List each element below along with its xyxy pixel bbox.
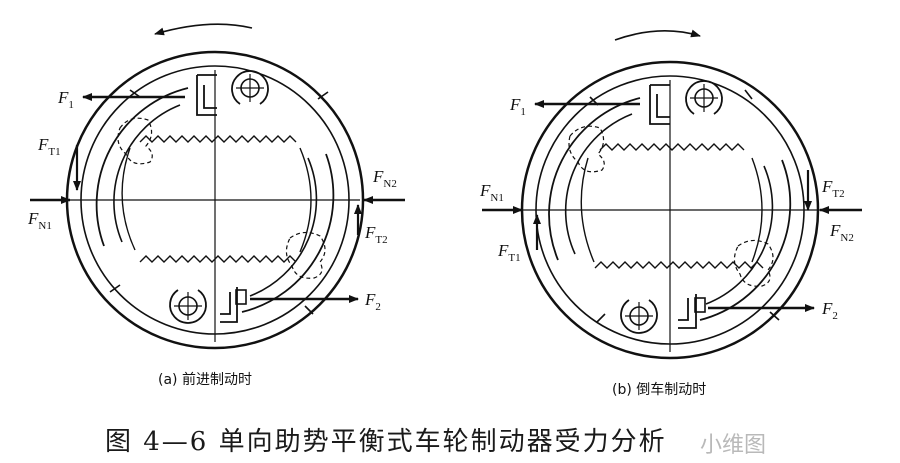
anchor-pin-upper-b [685,80,723,115]
return-spring-lower-a [139,255,297,263]
anchor-pin-lower-b [620,299,658,334]
brake-shoe-upper-a [95,87,189,247]
label-fn2-a: FN2 [372,167,397,190]
label-ft1-b: FT1 [497,241,521,264]
label-f1-b: F1 [509,95,526,118]
diagram-a [30,23,405,350]
wheel-cylinder-lower-b [678,294,706,329]
anchor-pin-lower-a [169,289,207,324]
wheel-cylinder-lower-a [220,287,247,323]
label-fn1-b: FN1 [479,181,504,204]
brake-shoe-upper-b [548,97,641,261]
label-ft2-b: FT2 [821,177,845,200]
return-spring-upper-b [599,143,745,151]
return-spring-lower-b [594,261,764,269]
anchor-pin-upper-a [231,70,269,105]
return-spring-upper-a [139,135,297,143]
diagram-b [482,29,862,360]
label-fn2-b: FN2 [829,221,854,244]
rotation-arrow-b [614,29,701,41]
rotation-arrow-a [154,23,253,36]
watermark-text: 小维图 [700,433,766,458]
label-f1-a: F1 [57,88,74,111]
wheel-cylinder-a [196,74,217,116]
label-ft1-a: FT1 [37,135,61,158]
brake-shoe-lower-a [241,153,335,313]
caption-a: (a) 前进制动时 [158,371,252,388]
wheel-cylinder-b [649,84,670,125]
label-f2-a: F2 [364,290,381,313]
label-ft2-a: FT2 [364,223,388,246]
brake-shoe-lower-b [699,159,792,321]
caption-b: (b) 倒车制动时 [612,381,706,398]
label-fn1-a: FN1 [27,209,52,232]
figure-title: 图 4—6 单向助势平衡式车轮制动器受力分析 [105,427,667,457]
label-f2-b: F2 [821,299,838,322]
